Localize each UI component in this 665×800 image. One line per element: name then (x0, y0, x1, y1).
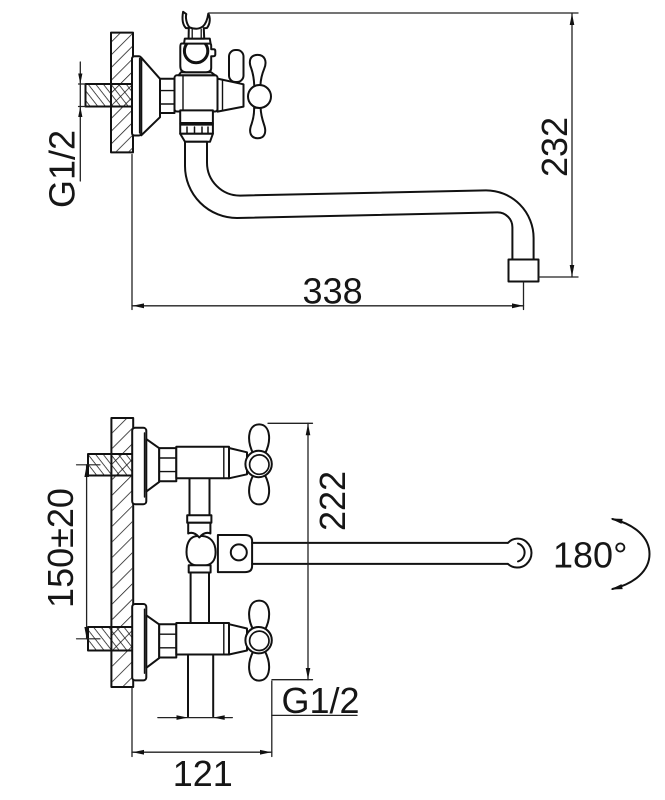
svg-text:338: 338 (303, 271, 363, 312)
svg-text:180°: 180° (553, 535, 627, 576)
svg-text:G1/2: G1/2 (42, 130, 83, 208)
svg-text:222: 222 (312, 471, 353, 531)
svg-text:121: 121 (173, 753, 233, 794)
svg-text:G1/2: G1/2 (281, 680, 359, 721)
svg-text:232: 232 (534, 117, 575, 177)
svg-text:150±20: 150±20 (40, 488, 81, 608)
